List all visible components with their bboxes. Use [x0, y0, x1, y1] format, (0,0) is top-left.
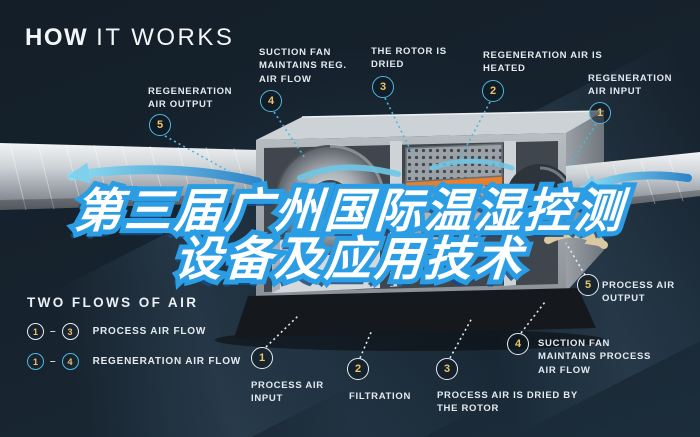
step-badge-reg-3: 3	[372, 76, 394, 98]
step-badge-proc-4: 4	[507, 333, 529, 355]
legend-label-regeneration: REGENERATION AIR FLOW	[92, 356, 242, 367]
machine-body	[215, 110, 605, 351]
left-duct	[0, 143, 262, 211]
legend-dash: –	[50, 356, 56, 367]
step-number: 3	[379, 81, 387, 93]
step-badge-proc-2: 2	[347, 358, 369, 380]
label-rotor-is-dried: THE ROTOR IS DRIED	[371, 46, 447, 71]
legend-badge: 3	[61, 323, 79, 340]
title-bold: HOW	[25, 24, 89, 51]
label-suction-fan-reg: SUCTION FAN MAINTAINS REG. AIR FLOW	[259, 47, 347, 85]
step-badge-proc-1: 1	[251, 347, 273, 369]
label-regeneration-air-output: REGENERATION AIR OUTPUT	[148, 86, 233, 111]
legend-badge: 1	[27, 323, 44, 340]
leader-lines	[164, 97, 597, 359]
title-light: IT WORKS	[96, 24, 235, 51]
air-flow-arrows	[67, 158, 692, 249]
label-process-air-output: PROCESS AIR OUTPUT	[602, 280, 675, 305]
step-number: 2	[489, 85, 497, 97]
step-number: 5	[156, 119, 164, 131]
step-number: 3	[443, 363, 451, 375]
page-title: HOW IT WORKS	[25, 24, 234, 52]
label-filtration: FILTRATION	[349, 391, 412, 402]
legend-badge: 4	[61, 353, 79, 370]
legend-row-process: 1 – 3 PROCESS AIR FLOW	[27, 323, 241, 340]
legend-label-process: PROCESS AIR FLOW	[92, 326, 207, 337]
step-number: 2	[354, 363, 362, 375]
step-badge-reg-4: 4	[260, 90, 282, 112]
step-badge-reg-5: 5	[149, 114, 171, 136]
label-regeneration-air-heated: REGENERATION AIR IS HEATED	[483, 50, 603, 75]
legend-row-regeneration: 1 – 4 REGENERATION AIR FLOW	[27, 353, 241, 370]
step-number: 4	[267, 95, 275, 107]
step-badge-reg-1: 1	[589, 102, 611, 124]
label-process-air-input: PROCESS AIR INPUT	[251, 380, 324, 405]
label-regeneration-air-input: REGENERATION AIR INPUT	[588, 73, 673, 98]
legend-dash: –	[50, 326, 56, 337]
label-process-air-dried: PROCESS AIR IS DRIED BY THE ROTOR	[437, 390, 578, 415]
legend-heading: TWO FLOWS OF AIR	[27, 295, 199, 310]
step-number: 4	[514, 338, 522, 350]
label-suction-fan-process: SUCTION FAN MAINTAINS PROCESS AIR FLOW	[538, 338, 652, 376]
step-badge-proc-5: 5	[577, 274, 599, 296]
step-number: 5	[584, 279, 592, 291]
legend-badge: 1	[27, 353, 44, 370]
step-number: 1	[258, 352, 266, 364]
right-duct	[566, 152, 700, 212]
legend: TWO FLOWS OF AIR 1 – 3 PROCESS AIR FLOW …	[27, 295, 241, 383]
step-number: 1	[596, 107, 604, 119]
step-badge-proc-3: 3	[436, 358, 458, 380]
step-badge-reg-2: 2	[482, 80, 504, 102]
